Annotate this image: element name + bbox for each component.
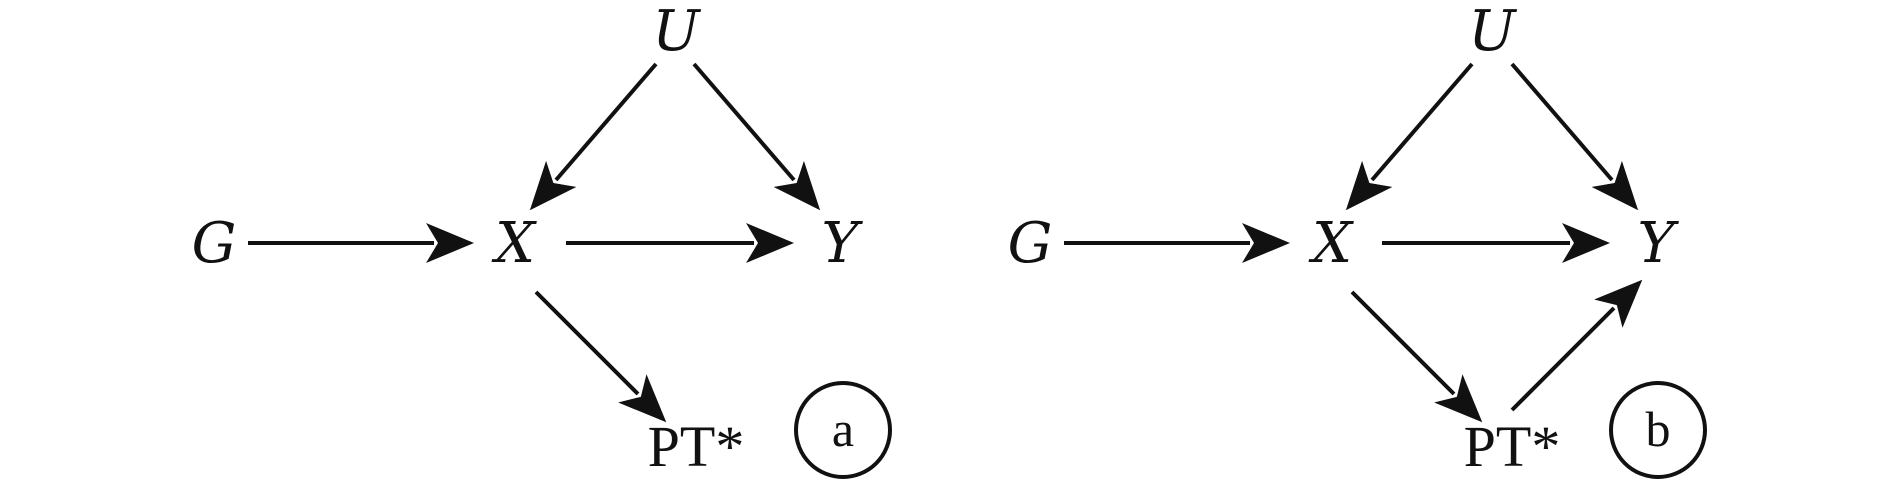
diagram-a-edges [248,62,821,423]
node-b-x: X [1308,211,1354,276]
node-b-y: Y [1638,211,1680,276]
node-b-g: G [1008,211,1053,276]
node-a-x: X [491,211,537,276]
panel-label-a-circle [794,381,892,479]
edge-b-u-y [1510,62,1639,211]
panel-label-a: a [832,401,854,457]
node-a-g: G [192,211,237,276]
diagram-b: U G X Y PT* b [1008,0,1707,479]
edge-a-u-x [529,62,658,211]
edge-a-u-y [692,62,821,211]
node-a-y: Y [822,211,864,276]
node-a-pt-star: PT* [648,414,745,479]
node-b-u: U [1468,0,1517,64]
node-a-u: U [652,0,701,64]
edge-b-x-pt [1350,290,1483,423]
edge-b-u-x [1345,62,1474,211]
diagram-b-edges [1064,62,1643,423]
panel-label-b-circle [1609,381,1707,479]
diagram-a: U G X Y PT* a [192,0,892,479]
panel-label-b: b [1646,401,1671,457]
edge-b-pt-y [1510,279,1643,412]
node-b-pt-star: PT* [1464,414,1561,479]
edge-a-x-pt [534,290,667,423]
